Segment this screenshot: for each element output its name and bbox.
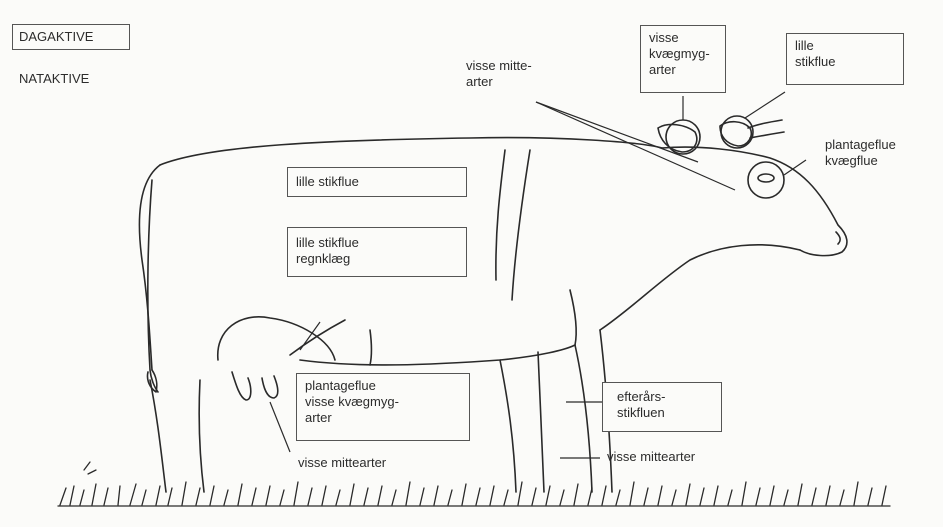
cow-neck [600, 245, 800, 330]
cow-belly [300, 345, 575, 365]
cow-back-line [160, 138, 662, 165]
label-cattle-gnats: visse kvægmyg- arter [640, 25, 726, 93]
ear-circle-right [721, 116, 753, 148]
cow-rump-line [139, 165, 160, 370]
cow-head [662, 147, 847, 256]
label-autumn-stable-fly: efterårs- stikfluen [602, 382, 722, 432]
cow-tail [148, 180, 158, 392]
label-mites-legs-front: visse mittearter [298, 455, 386, 471]
label-mites-top: visse mitte- arter [466, 58, 532, 90]
ear-circle-left [666, 120, 700, 154]
cow-front-leg-right [575, 345, 592, 492]
label-mites-legs-back: visse mittearter [607, 449, 695, 465]
legend-night-active: NATAKTIVE [19, 71, 89, 87]
cow-eye [758, 174, 774, 182]
label-small-stable-fly-belly: lille stikflue regnklæg [287, 227, 467, 277]
eye-circle [748, 162, 784, 198]
cow-front-leg-left [500, 360, 516, 492]
label-small-stable-fly-back: lille stikflue [287, 167, 467, 197]
cow-hind-leg [150, 380, 166, 492]
cow-udder [218, 317, 335, 360]
label-small-stable-fly-head: lille stikflue [786, 33, 904, 85]
label-plantation-udder: plantageflue visse kvægmyg- arter [296, 373, 470, 441]
legend-day-active: DAGAKTIVE [12, 24, 130, 50]
cow-horn [748, 120, 782, 128]
label-plantation-fly: plantageflue kvægflue [825, 137, 896, 169]
grass [58, 462, 890, 506]
